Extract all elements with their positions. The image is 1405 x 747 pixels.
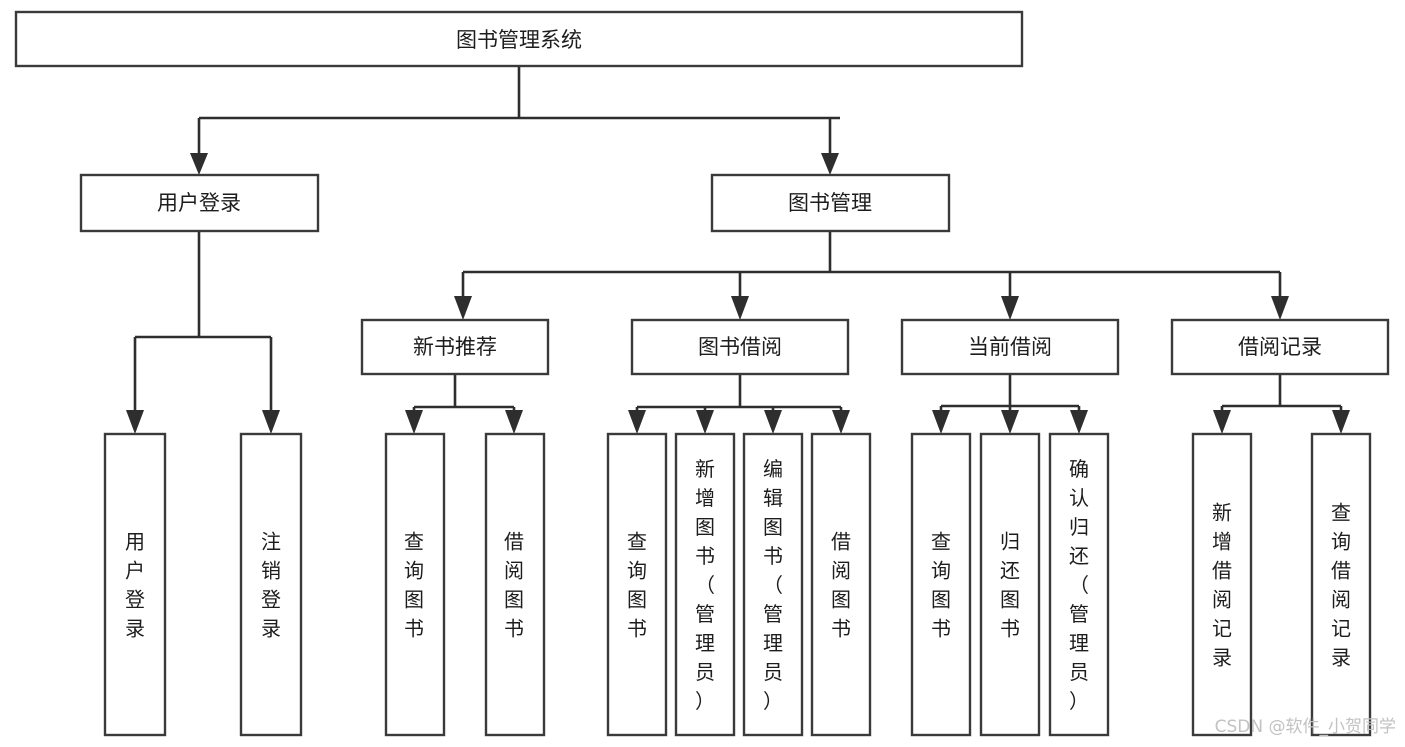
arrow-head-bookmgmt [821,153,839,175]
leaf-node[interactable]: 注销登录 [239,432,303,737]
node-borrow-record-box[interactable] [1170,318,1390,376]
node-new-book-recommend-box[interactable] [360,318,550,376]
leaf-node[interactable]: 查询图书 [384,432,446,737]
leaf-label-borrow-book-2: 借阅图书 [831,530,851,641]
node-book-management-label: 图书管理 [788,191,872,215]
leaf-node[interactable]: 查询借阅记录 [1310,432,1372,737]
node-root-box[interactable] [14,10,1024,68]
leaf-node[interactable]: 编辑图书（管理员） [742,432,804,737]
arrow-head-bookborrow-c2 [696,410,714,434]
leaf-box-add-book[interactable] [674,432,736,737]
node-current-borrow-label: 当前借阅 [968,335,1052,359]
leaf-box-query-book-2[interactable] [606,432,668,737]
leaf-label-borrow-book-1: 借阅图书 [504,530,524,641]
leaf-box-borrow-book-2[interactable] [810,432,872,737]
node-new-book-recommend[interactable]: 新书推荐 [360,318,550,376]
leaf-node[interactable]: 新增借阅记录 [1191,432,1253,737]
watermark-label: CSDN @软件_小贺同学 [1215,717,1396,737]
arrow-head-bookmgmt-c4 [1271,296,1289,320]
node-book-borrow-box[interactable] [630,318,850,376]
leaf-box-return-book[interactable] [979,432,1041,737]
node-borrow-record-label: 借阅记录 [1238,335,1322,359]
arrow-head-userlogin-c1 [126,410,144,434]
leaf-box-confirm-return[interactable] [1048,432,1110,737]
leaf-label-edit-book: 编辑图书（管理员） [763,457,783,713]
arrow-head-bookborrow-c4 [832,410,850,434]
leaf-label-add-record: 新增借阅记录 [1212,501,1232,670]
leaf-node[interactable]: 确认归还（管理员） [1048,432,1110,737]
leaf-node[interactable]: 新增图书（管理员） [674,432,736,737]
leaf-label-return-book: 归还图书 [1000,530,1020,641]
arrow-head-newbook-c1 [405,410,423,434]
leaf-box-query-record[interactable] [1310,432,1372,737]
node-root[interactable]: 图书管理系统 [14,10,1024,68]
node-new-book-recommend-label: 新书推荐 [413,335,497,359]
leaf-box-query-book-3[interactable] [910,432,972,737]
leaf-box-add-record[interactable] [1191,432,1253,737]
node-user-login-box[interactable] [79,173,320,233]
leaf-label-query-book-1: 查询图书 [404,530,424,641]
arrow-head-userlogin [190,153,208,175]
arrow-head-borrowrecord-c1 [1213,410,1231,434]
leaf-label-user-login: 用户登录 [125,530,145,641]
leaf-box-borrow-book-1[interactable] [484,432,546,737]
node-user-login[interactable]: 用户登录 [79,173,320,233]
arrow-head-newbook-c2 [505,410,523,434]
arrow-head-bookmgmt-c3 [1001,296,1019,320]
leaf-label-query-record: 查询借阅记录 [1331,501,1351,670]
connector-layer [126,66,1350,434]
leaf-node[interactable]: 借阅图书 [484,432,546,737]
leaf-node[interactable]: 用户登录 [103,432,167,737]
node-root-label: 图书管理系统 [456,28,582,52]
arrow-head-bookborrow-c1 [628,410,646,434]
node-book-management[interactable]: 图书管理 [710,173,951,233]
leaf-box-logout[interactable] [239,432,303,737]
node-borrow-record[interactable]: 借阅记录 [1170,318,1390,376]
arrow-head-userlogin-c2 [262,410,280,434]
leaf-label-query-book-3: 查询图书 [931,530,951,641]
leaf-box-edit-book[interactable] [742,432,804,737]
arrow-head-currentborrow-c3 [1070,410,1088,434]
arrow-head-currentborrow-c2 [1001,410,1019,434]
leaf-node[interactable]: 归还图书 [979,432,1041,737]
node-book-borrow[interactable]: 图书借阅 [630,318,850,376]
node-current-borrow[interactable]: 当前借阅 [900,318,1120,376]
leaf-label-add-book: 新增图书（管理员） [695,457,715,713]
leaf-label-query-book-2: 查询图书 [627,530,647,641]
arrow-head-bookmgmt-c2 [731,296,749,320]
leaf-box-query-book-1[interactable] [384,432,446,737]
node-book-borrow-label: 图书借阅 [698,335,782,359]
leaf-label-logout: 注销登录 [261,530,281,641]
node-book-management-box[interactable] [710,173,951,233]
leaf-node[interactable]: 借阅图书 [810,432,872,737]
node-user-login-label: 用户登录 [157,191,241,215]
leaf-label-confirm-return: 确认归还（管理员） [1069,457,1089,713]
arrow-head-borrowrecord-c2 [1332,410,1350,434]
leaf-box-user-login[interactable] [103,432,167,737]
node-current-borrow-box[interactable] [900,318,1120,376]
leaf-node[interactable]: 查询图书 [910,432,972,737]
arrow-head-bookborrow-c3 [764,410,782,434]
arrow-head-currentborrow-c1 [932,410,950,434]
leaf-node[interactable]: 查询图书 [606,432,668,737]
arrow-head-bookmgmt-c1 [454,296,472,320]
